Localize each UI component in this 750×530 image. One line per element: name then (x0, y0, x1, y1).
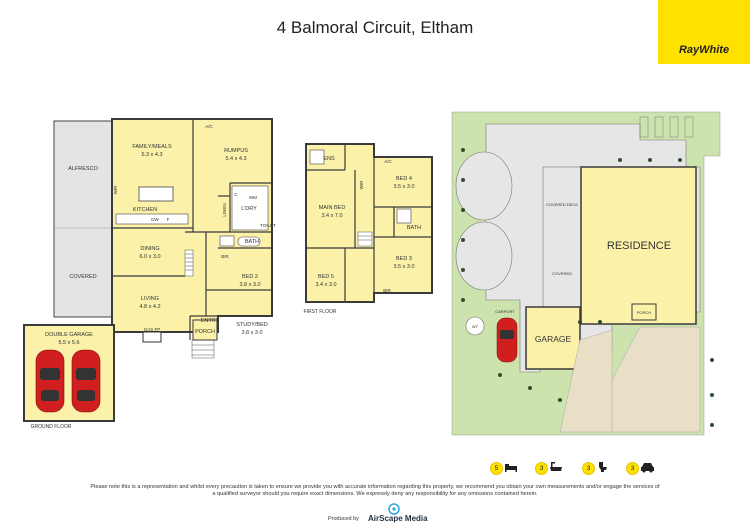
label-wm: WM (249, 195, 257, 200)
page-title: 4 Balmoral Circuit, Eltham (276, 18, 474, 37)
room-dims-bed-4: 3.5 x 3.0 (393, 184, 414, 190)
room-label-ens: ENS (323, 156, 335, 162)
area-label-covered: COVERED (69, 274, 96, 280)
room-label-bed-5: BED 5 (318, 274, 334, 280)
producer-name: AirScape Media (368, 514, 428, 523)
alfresco-area (53, 120, 113, 318)
first-floor-plan (305, 143, 433, 303)
paved-circle (455, 151, 513, 221)
first-floor-house (305, 143, 433, 303)
kitchen-bench (115, 213, 189, 225)
kitchen-island (138, 186, 174, 202)
room-label-bed-4: BED 4 (396, 176, 412, 182)
site-label-wt: WT (472, 324, 479, 329)
bed-icon (505, 464, 517, 472)
room-label-entry: ENTRY (201, 318, 220, 324)
feature-count: 3 (535, 462, 548, 475)
room-dims-dining: 6.0 x 3.0 (139, 254, 160, 260)
site-label-covered: COVERED (552, 271, 572, 276)
room-label-laundry: L'DRY (241, 206, 257, 212)
laundry-fixtures (231, 185, 269, 231)
brand-name: RayWhite (678, 44, 730, 56)
produced-by-label: Produced by (328, 516, 359, 522)
ground-floor-plan (23, 118, 273, 422)
label-toilet: TOILET (260, 223, 276, 228)
garage-block (525, 306, 581, 370)
room-label-rumpus: RUMPUS (224, 148, 248, 154)
water-tank (465, 316, 485, 336)
bath-tub-icon (237, 236, 261, 247)
room-label-bed-3: BED 3 (396, 256, 412, 262)
label-wir: WIR (113, 185, 118, 194)
producer-credit: Produced by AirScape Media (320, 503, 460, 525)
label-linen: LINEN (222, 203, 227, 216)
label-ac: A/C (205, 124, 213, 129)
bath-icon (550, 462, 562, 471)
room-label-porch: PORCH (195, 329, 215, 335)
label-f: F (167, 217, 170, 222)
garden-bed (611, 326, 701, 433)
site-label-carport: CARPORT (495, 309, 515, 314)
room-label-living: LIVING (141, 296, 159, 302)
disclaimer-text: Please note this is a representation and… (90, 484, 660, 497)
car-icon (35, 349, 65, 413)
room-label-double-garage: DOUBLE GARAGE (45, 332, 93, 338)
room-label-bath: BATH (245, 239, 259, 245)
label-first-wir: WIR (359, 180, 364, 189)
room-label-first-bath: BATH (407, 225, 421, 231)
room-dims-living: 4.8 x 4.2 (139, 304, 160, 310)
room-label-study-bed: STUDY/BED (236, 322, 268, 328)
room-label-bed-2: BED 2 (242, 274, 258, 280)
car-icon (496, 317, 518, 363)
site-plan (451, 111, 721, 436)
gas-fireplace-icon (142, 331, 162, 343)
room-dims-bed-2: 3.8 x 3.0 (239, 282, 260, 288)
label-dw: DW (151, 217, 159, 222)
room-dims-double-garage: 5.5 x 5.6 (58, 340, 79, 346)
feature-count: 3 (626, 462, 639, 475)
site-label-porch: PORCH (637, 310, 652, 315)
site-label-garage: GARAGE (535, 334, 572, 344)
room-dims-study-bed: 3.8 x 3.0 (241, 330, 262, 336)
room-dims-family-meals: 5.3 x 4.3 (141, 152, 162, 158)
label-bir: BIR (221, 254, 229, 259)
site-label-covered-deck: COVERED DECK (546, 202, 578, 207)
room-label-kitchen: KITCHEN (133, 207, 157, 213)
site-label-residence: RESIDENCE (607, 240, 671, 252)
toilet-icon (599, 462, 607, 472)
feature-count: 5 (490, 462, 503, 475)
car-icon (71, 349, 101, 413)
room-label-dining: DINING (140, 246, 159, 252)
area-label-alfresco: ALFRESCO (68, 166, 98, 172)
car-icon (641, 463, 654, 473)
label-c: C (234, 192, 238, 197)
room-dims-bed-3: 3.5 x 3.0 (393, 264, 414, 270)
paved-circle (455, 221, 513, 291)
room-label-main-bed: MAIN BED (319, 205, 346, 211)
label-first-bir: BIR (383, 288, 391, 293)
feature-count: 3 (582, 462, 595, 475)
label-gas-fp: GAS FP (144, 327, 161, 332)
residence-block (580, 166, 697, 325)
room-label-family-meals: FAMILY/MEALS (132, 144, 172, 150)
room-dims-rumpus: 5.4 x 4.3 (225, 156, 246, 162)
room-dims-bed-5: 3.4 x 3.0 (315, 282, 336, 288)
ray-white-logo: RayWhite (658, 0, 750, 64)
airscape-logo-icon (388, 503, 400, 515)
first-floor-caption: FIRST FLOOR (304, 309, 337, 315)
room-dims-main-bed: 3.4 x 7.0 (321, 213, 342, 219)
covered-deck (542, 166, 582, 308)
ground-floor-caption: GROUND FLOOR (31, 424, 72, 430)
label-first-ac: A/C (384, 159, 392, 164)
